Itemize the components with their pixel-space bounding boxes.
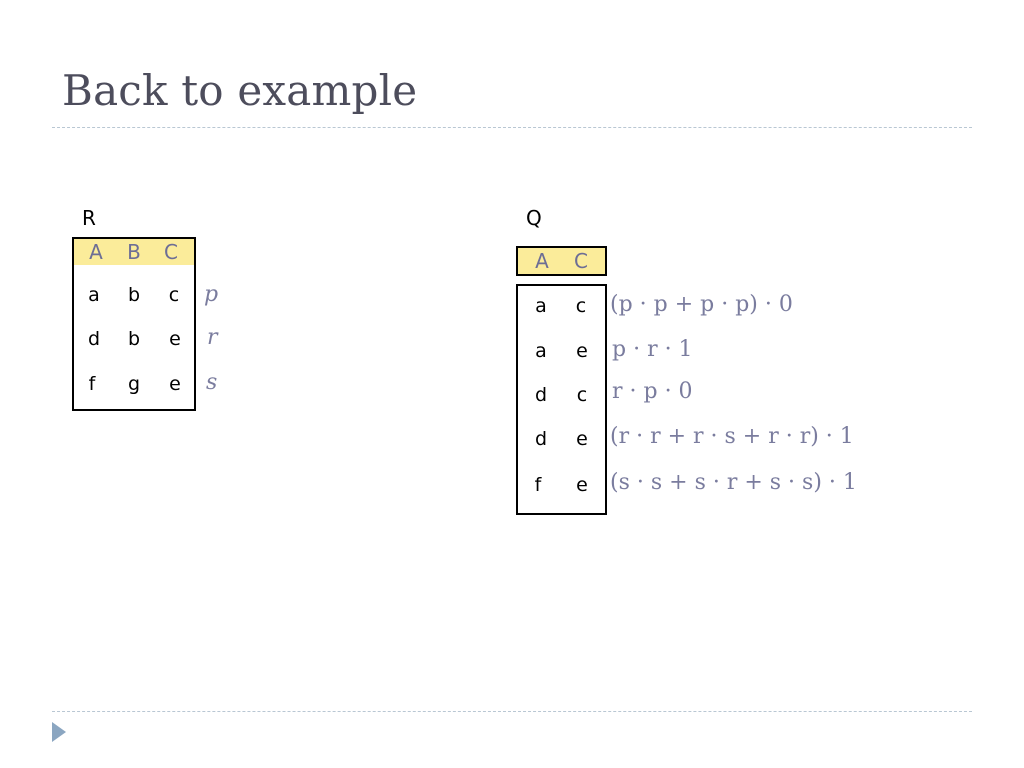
relation-r-annotation: s bbox=[206, 370, 218, 395]
relation-r-body bbox=[72, 265, 196, 411]
relation-q-cell: e bbox=[576, 428, 588, 450]
relation-r-cell: e bbox=[169, 328, 181, 350]
relation-q-body bbox=[516, 284, 607, 515]
relation-q-cell: f bbox=[534, 474, 542, 496]
relation-r-cell: b bbox=[127, 284, 141, 306]
slide-title: Back to example bbox=[62, 66, 418, 115]
relation-q-col-a: A bbox=[535, 249, 549, 273]
relation-q-annotation: (r · r + r · s + r · r) · 1 bbox=[610, 424, 854, 449]
relation-q-cell: c bbox=[575, 295, 587, 317]
relation-q-annotation: (p · p + p · p) · 0 bbox=[610, 292, 793, 317]
relation-r-name: R bbox=[82, 206, 96, 230]
relation-q-cell: a bbox=[535, 295, 547, 317]
relation-q-name: Q bbox=[526, 206, 542, 230]
relation-q-cell: c bbox=[576, 384, 588, 406]
relation-r-cell: f bbox=[88, 373, 96, 395]
relation-r-cell: e bbox=[169, 373, 181, 395]
relation-q-cell: d bbox=[534, 428, 548, 450]
relation-r-annotation: p bbox=[204, 282, 219, 307]
relation-r-cell: a bbox=[88, 284, 100, 306]
relation-r-header: A B C bbox=[72, 237, 196, 267]
play-triangle-icon[interactable] bbox=[52, 722, 66, 742]
relation-q-cell: e bbox=[576, 340, 588, 362]
relation-r-col-c: C bbox=[164, 240, 178, 264]
relation-q-cell: e bbox=[576, 474, 588, 496]
relation-r-cell: c bbox=[168, 284, 180, 306]
relation-r-cell: d bbox=[87, 328, 101, 350]
relation-q-annotation: r · p · 0 bbox=[612, 379, 693, 404]
relation-r-cell: g bbox=[127, 373, 141, 395]
relation-r-col-b: B bbox=[127, 240, 141, 264]
relation-q-col-c: C bbox=[574, 249, 588, 273]
title-divider bbox=[52, 127, 972, 128]
footer-divider bbox=[52, 711, 972, 712]
relation-q-annotation: (s · s + s · r + s · s) · 1 bbox=[610, 470, 857, 495]
relation-r-cell: b bbox=[127, 328, 141, 350]
relation-q-cell: d bbox=[534, 384, 548, 406]
relation-q-annotation: p · r · 1 bbox=[612, 337, 693, 362]
relation-r-col-a: A bbox=[89, 240, 103, 264]
relation-q-header: A C bbox=[516, 246, 607, 276]
relation-r-annotation: r bbox=[207, 325, 218, 350]
relation-q-cell: a bbox=[535, 340, 547, 362]
